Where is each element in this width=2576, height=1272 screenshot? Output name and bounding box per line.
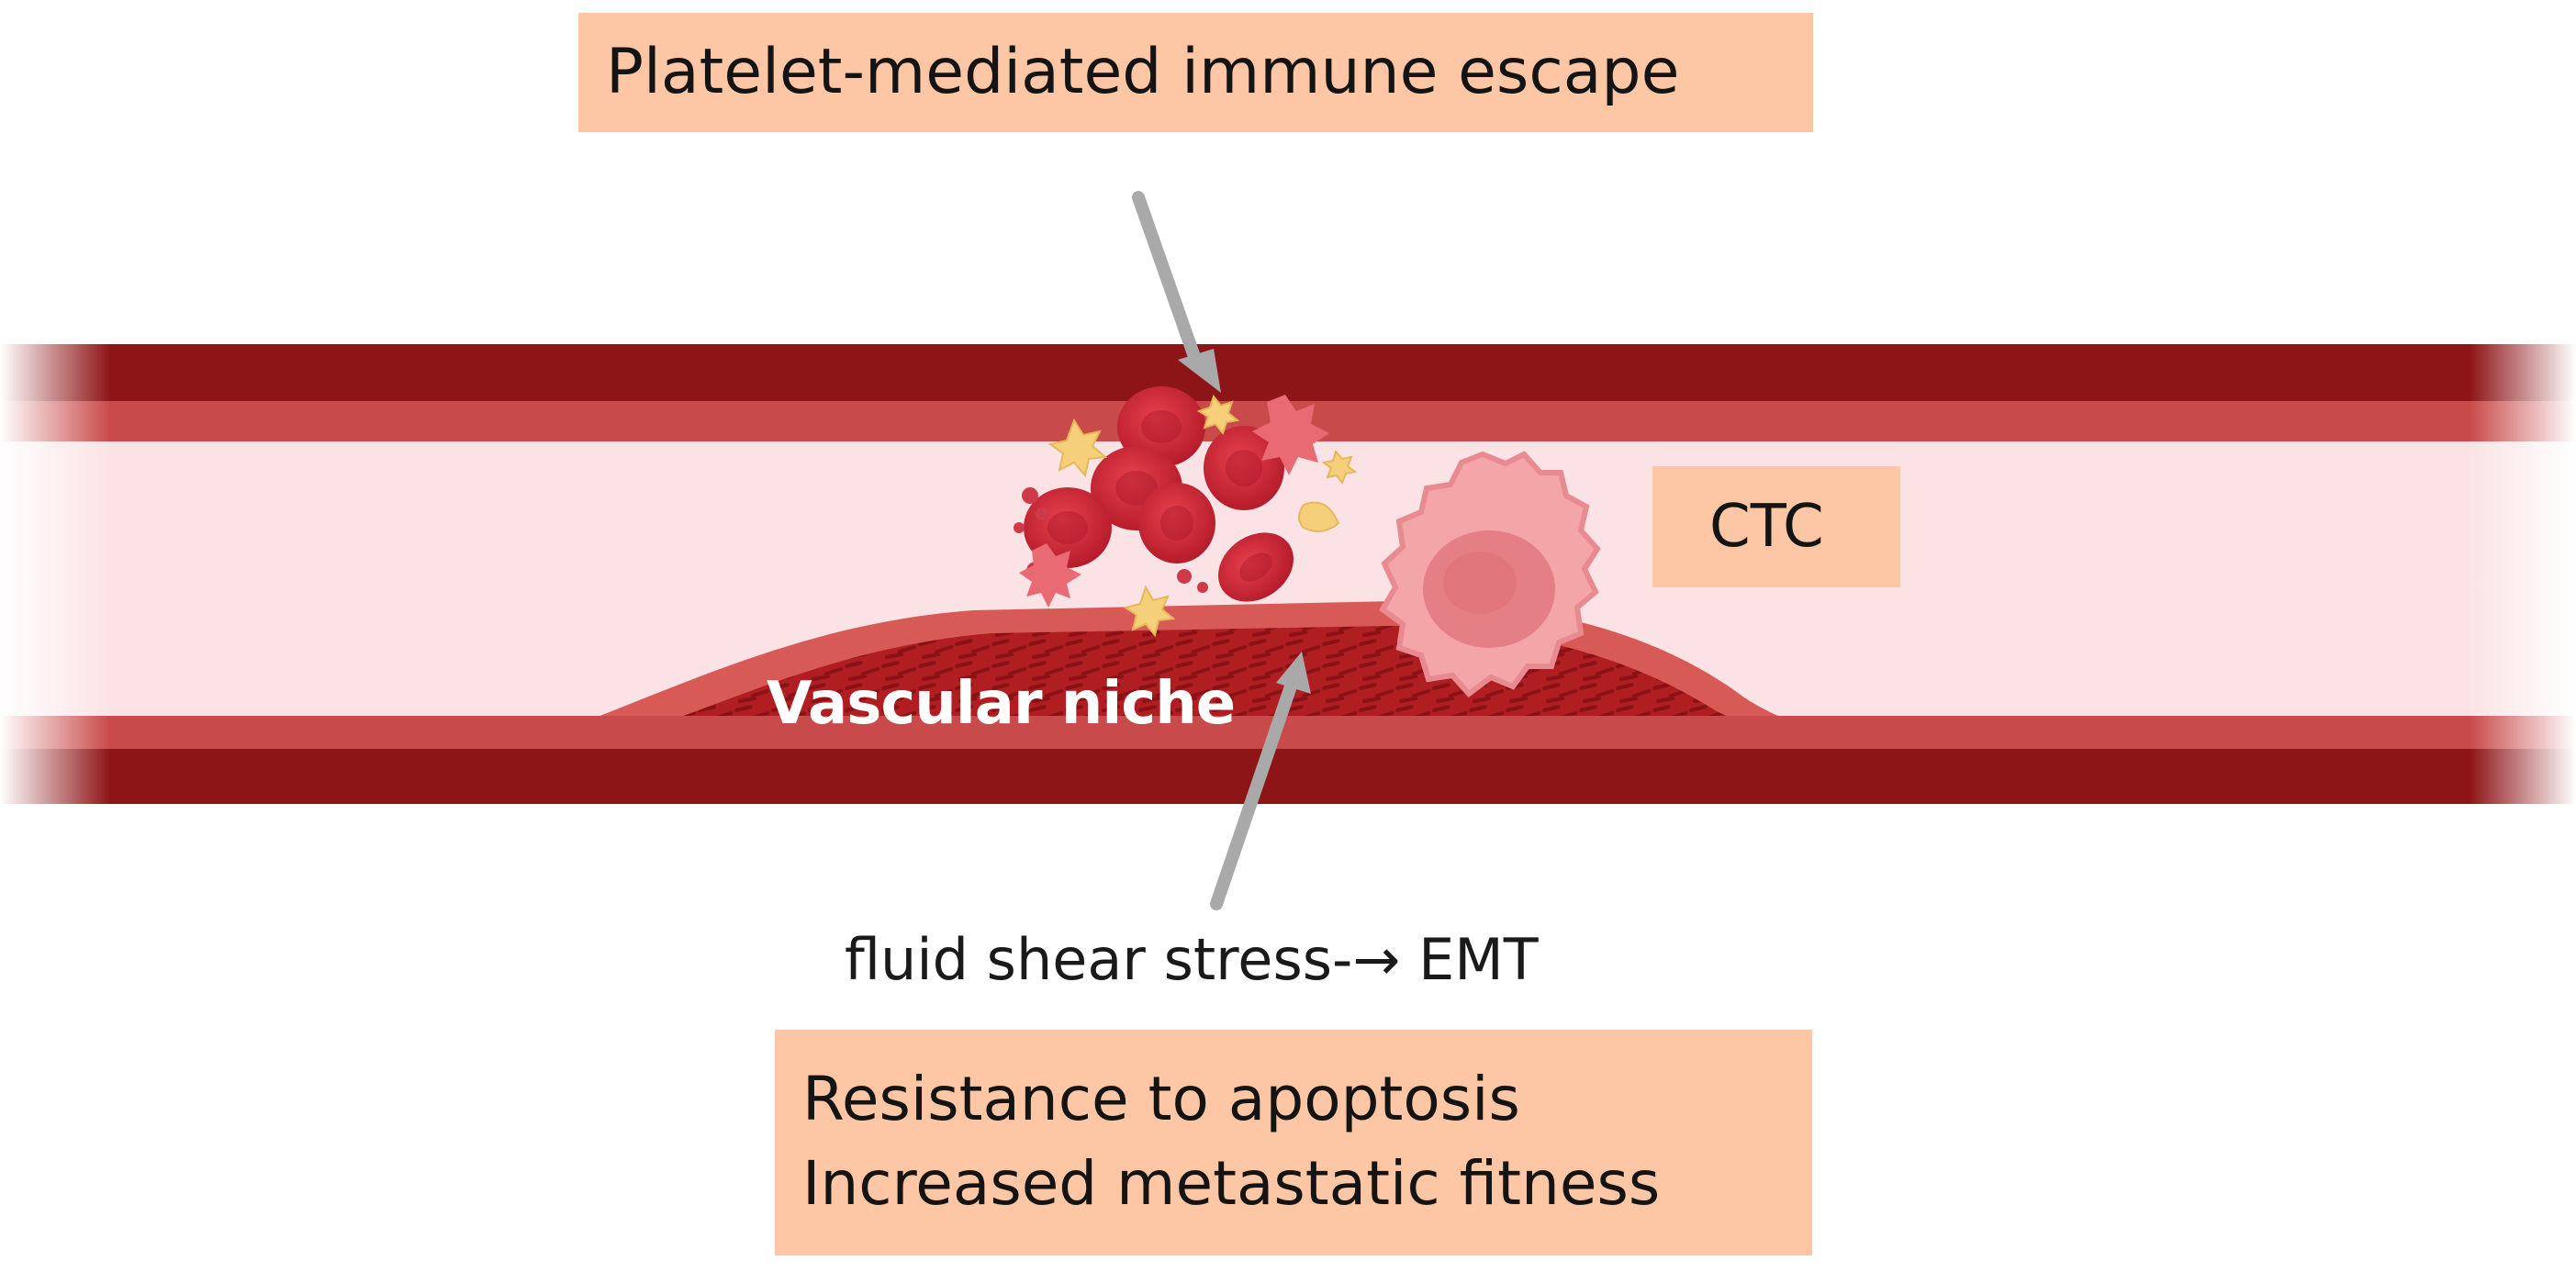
arrow-icon bbox=[1132, 191, 1221, 393]
shear-stress-label: fluid shear stress-→ EMT bbox=[845, 926, 1539, 993]
vessel-bottom-wall bbox=[0, 716, 2576, 804]
tumor-cell-icon bbox=[1379, 451, 1601, 698]
vascular-niche-label: Vascular niche bbox=[767, 670, 1236, 738]
immune-escape-label: Platelet-mediated immune escape bbox=[578, 13, 1813, 132]
vessel-top-wall bbox=[0, 344, 2576, 441]
outcomes-label: Resistance to apoptosis Increased metast… bbox=[775, 1030, 1812, 1255]
red-blood-cell-icon bbox=[1024, 386, 1294, 602]
outcome-apoptosis-resistance: Resistance to apoptosis bbox=[802, 1064, 1520, 1134]
arrow-icon bbox=[1210, 652, 1311, 910]
outcome-metastatic-fitness: Increased metastatic fitness bbox=[802, 1148, 1661, 1219]
platelet-icon bbox=[1047, 394, 1358, 638]
platelet-icon bbox=[1019, 395, 1329, 608]
ctc-label: CTC bbox=[1652, 466, 1900, 587]
